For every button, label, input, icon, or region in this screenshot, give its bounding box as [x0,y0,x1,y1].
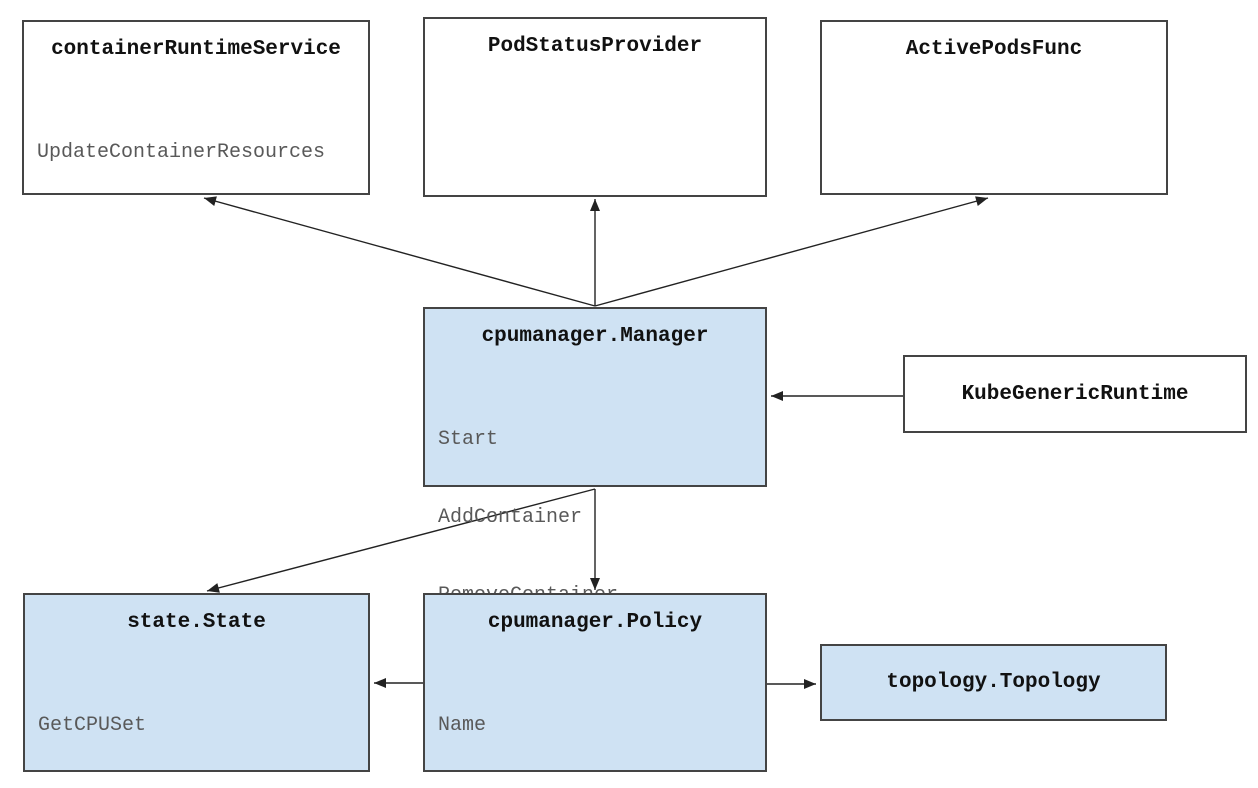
node-title: KubeGenericRuntime [961,382,1189,406]
node-title: containerRuntimeService [51,38,341,61]
node-cpumanager-manager: cpumanager.Manager Start AddContainer Re… [423,307,767,685]
node-kube-generic-runtime: KubeGenericRuntime [903,355,1247,433]
node-method: Name [438,714,487,737]
edge-manager-to-active-pods-func [594,196,989,307]
node-pod-status-provider: PodStatusProvider [423,17,767,197]
node-title: topology.Topology [886,671,1101,694]
node-topology-topology: topology.Topology [820,644,1167,721]
node-active-pods-func: ActivePodsFunc [820,20,1168,195]
node-title: ActivePodsFunc [905,38,1083,61]
node-title: PodStatusProvider [487,35,703,58]
node-title: state.State [127,611,266,634]
node-method-list: GetCPUSet GetDefaultCPUSet SetCPUSet Set… [25,661,368,788]
node-method-list: Name AddContainer RemoveContainer [425,661,765,788]
node-state-state: state.State GetCPUSet GetDefaultCPUSet S… [23,593,370,772]
node-method: AddContainer [438,506,583,529]
node-title: cpumanager.Policy [487,611,703,634]
node-method: UpdateContainerResources [37,141,326,164]
node-method: Start [438,428,499,451]
node-container-runtime-service: containerRuntimeService UpdateContainerR… [22,20,370,195]
node-method: GetCPUSet [38,714,147,737]
node-title: cpumanager.Manager [481,325,709,348]
node-cpumanager-policy: cpumanager.Policy Name AddContainer Remo… [423,593,767,772]
node-method-list: UpdateContainerResources [24,88,368,218]
